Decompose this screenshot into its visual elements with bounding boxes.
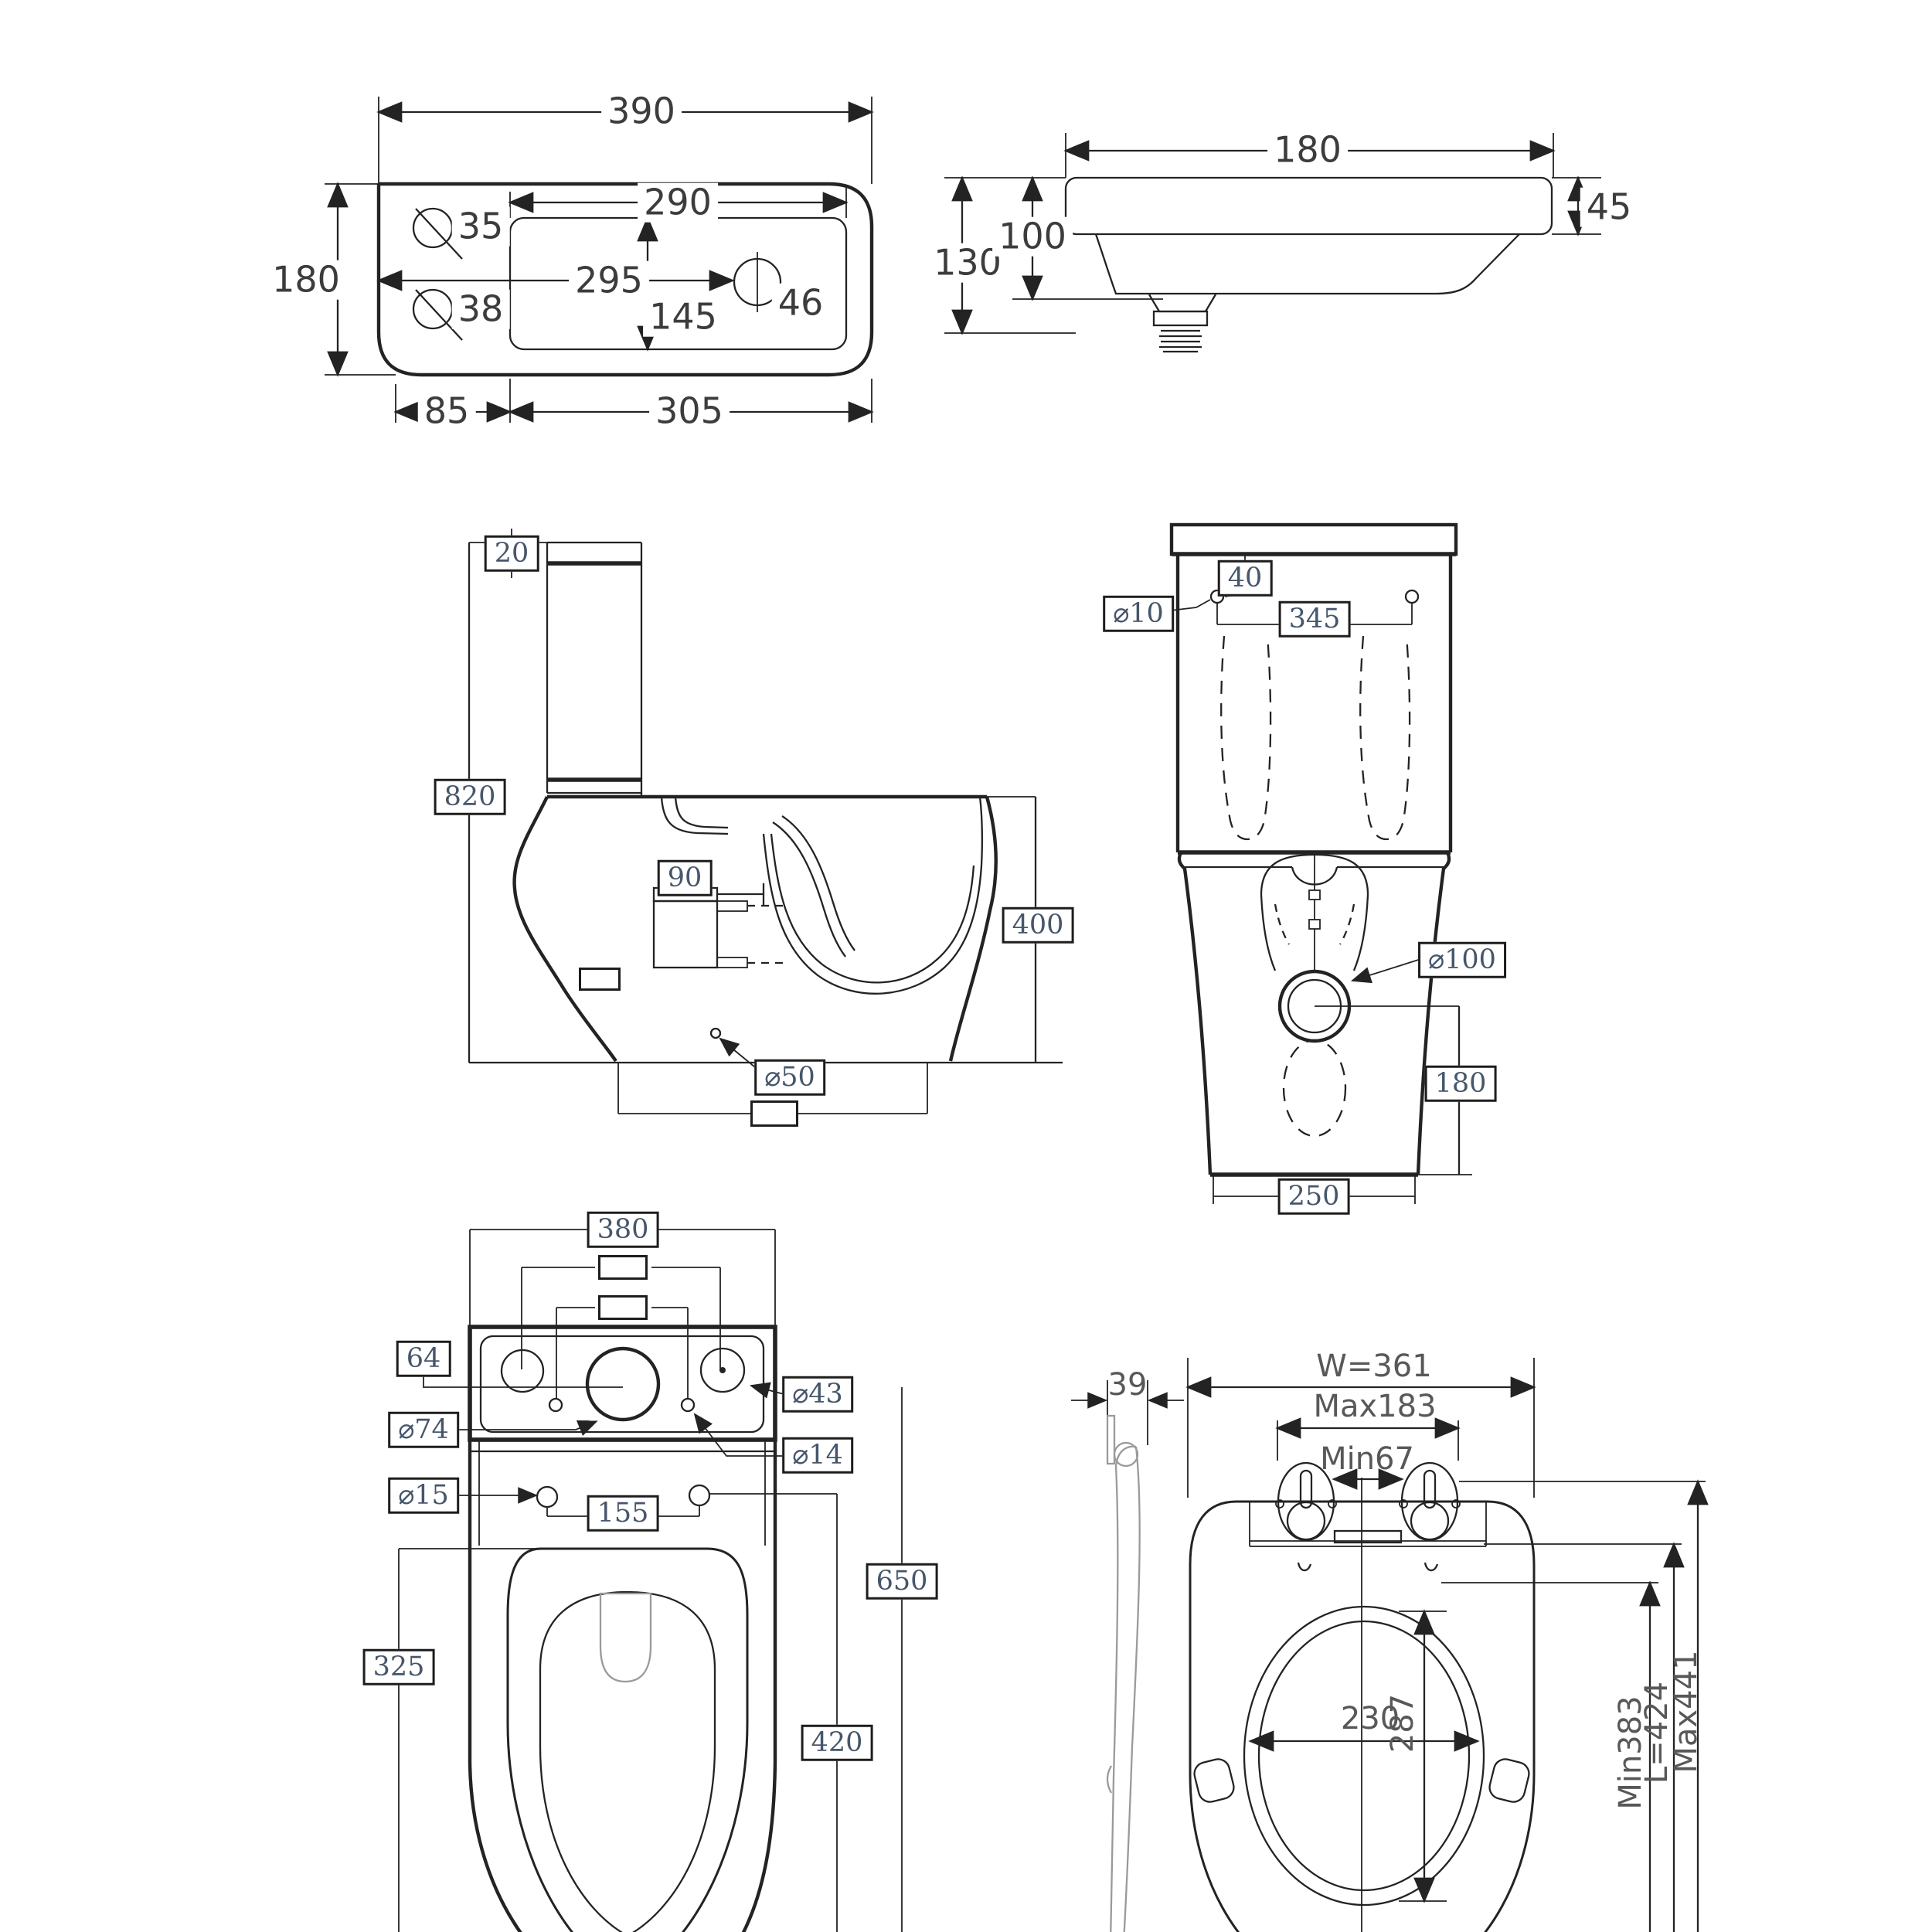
dim-hinge-hole: ⌀15 — [388, 1477, 459, 1514]
dim-basin-width: 390 — [601, 92, 682, 131]
dim-hole-spacing: 345 — [1278, 600, 1351, 638]
dim-outlet-height: 180 — [1424, 1065, 1497, 1102]
dim-base-width: 250 — [1277, 1178, 1350, 1215]
dim-lid-thickness: 20 — [484, 535, 539, 572]
dim-hole-35: 35 — [451, 207, 510, 247]
dim-side-width: 180 — [1267, 131, 1348, 170]
dim-total-height: 820 — [434, 778, 506, 815]
dim-hole-offset-64: 64 — [396, 1340, 451, 1377]
dim-total-length: 650 — [866, 1563, 938, 1600]
toilet-top-view — [398, 1229, 903, 1932]
dim-hinge-spacing: 155 — [587, 1495, 659, 1532]
dim-side-bowl-depth: 100 — [992, 217, 1073, 257]
basin-top-view — [325, 97, 874, 423]
unlabeled-dim-box — [598, 1295, 648, 1320]
dim-hinge-max: Max183 — [1313, 1389, 1437, 1424]
dim-bowl-height: 400 — [1002, 906, 1074, 944]
dim-length-max: Max441 — [1668, 1650, 1704, 1774]
toilet-side-view — [468, 529, 1063, 1114]
dim-seat-width: W=361 — [1316, 1349, 1432, 1384]
unlabeled-dim-box — [598, 1255, 648, 1280]
dim-hole-diameter: ⌀10 — [1103, 595, 1174, 632]
dim-hole-38: 38 — [451, 290, 510, 329]
basin-side-view — [944, 133, 1601, 353]
dim-hole-offset: 40 — [1217, 560, 1273, 597]
unlabeled-dim-box — [750, 1100, 798, 1127]
dim-basin-inner-depth: 145 — [643, 298, 723, 337]
dim-outlet-diameter: ⌀100 — [1418, 941, 1506, 978]
dim-opening-width: 230 — [1340, 1701, 1400, 1736]
dim-opening-depth: 287 — [1385, 1693, 1420, 1753]
dim-basin-depth: 180 — [266, 260, 346, 300]
toilet-back-view — [1163, 522, 1472, 1204]
dim-left-section: 85 — [417, 392, 476, 431]
dim-side-hole: ⌀43 — [782, 1376, 853, 1413]
unlabeled-dim-box — [579, 968, 621, 991]
dim-seat-thickness: 39 — [1107, 1367, 1148, 1403]
dim-side-rim-h: 45 — [1580, 188, 1638, 227]
dim-tap-offset: 295 — [569, 261, 649, 301]
dim-small-hole: ⌀14 — [782, 1437, 853, 1474]
dim-outlet-width: 90 — [657, 859, 713, 896]
dim-basin-inner-width: 290 — [638, 183, 718, 223]
toilet-seat-view — [1071, 1358, 1709, 1932]
dim-hinge-min: Min67 — [1320, 1441, 1414, 1477]
dim-tap-hole-46: 46 — [771, 284, 830, 323]
dim-drain-hole: ⌀50 — [754, 1059, 825, 1096]
dim-tank-width: 380 — [587, 1211, 659, 1248]
dim-bowl-length: 420 — [801, 1724, 873, 1761]
dim-rear-length: 325 — [362, 1648, 435, 1685]
dim-right-section: 305 — [649, 392, 730, 431]
dim-center-hole: ⌀74 — [388, 1411, 459, 1448]
